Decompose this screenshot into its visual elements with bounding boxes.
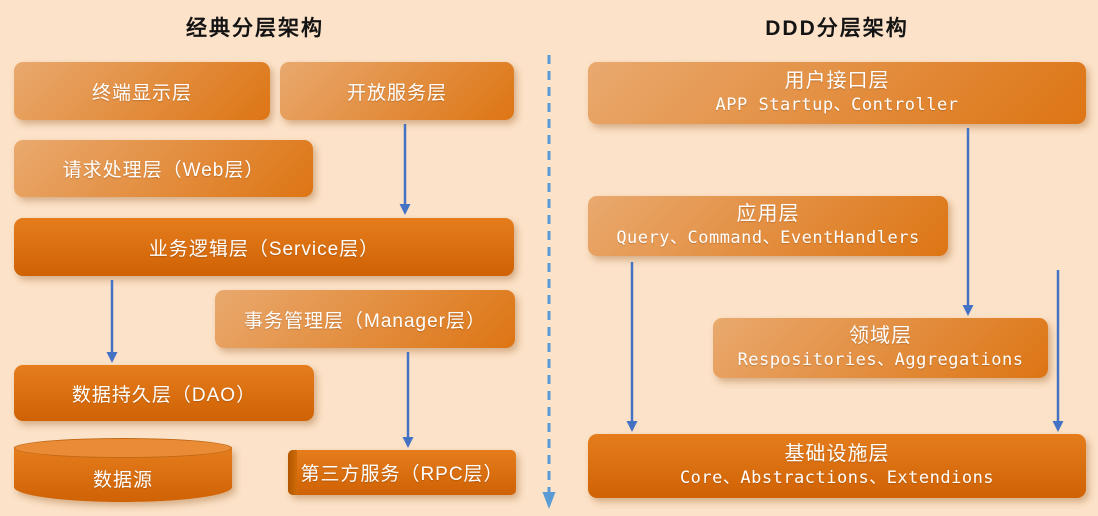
box-label: 请求处理层（Web层） bbox=[62, 160, 265, 181]
box-label: 业务逻辑层（Service层） bbox=[148, 238, 380, 260]
box-title: 领域层 bbox=[849, 325, 912, 348]
box-title: 基础设施层 bbox=[784, 443, 890, 466]
divider-dashed-line bbox=[542, 55, 556, 509]
box-subtitle: APP Startup、Controller bbox=[715, 95, 959, 116]
box-subtitle: Query、Command、EventHandlers bbox=[616, 228, 920, 249]
box-open-service-layer: 开放服务层 bbox=[280, 62, 514, 120]
box-transaction-manager-layer: 事务管理层（Manager层） bbox=[215, 290, 515, 348]
box-label: 数据持久层（DAO） bbox=[71, 384, 257, 406]
arrow-head bbox=[402, 437, 414, 448]
box-business-logic-service-layer: 业务逻辑层（Service层） bbox=[14, 218, 514, 276]
box-terminal-display-layer: 终端显示层 bbox=[14, 62, 270, 120]
arrow-domain-to-infrastructure bbox=[1052, 270, 1064, 432]
box-title: 用户接口层 bbox=[784, 70, 890, 93]
arrow-head bbox=[106, 352, 118, 363]
box-title: 应用层 bbox=[736, 203, 800, 226]
box-application-layer: 应用层 Query、Command、EventHandlers bbox=[588, 196, 948, 256]
scroll-spine bbox=[288, 450, 297, 495]
arrow-head bbox=[399, 204, 411, 215]
box-request-processing-web-layer: 请求处理层（Web层） bbox=[14, 140, 313, 197]
box-label: 终端显示层 bbox=[91, 82, 192, 104]
box-label: 第三方服务（RPC层） bbox=[300, 464, 504, 485]
arrow-head bbox=[962, 305, 974, 316]
arrow-head bbox=[626, 421, 638, 432]
arrow-ui-to-domain bbox=[962, 128, 974, 316]
arrow-open-service-to-service bbox=[399, 124, 411, 215]
arrow-application-to-infrastructure bbox=[626, 262, 638, 432]
box-domain-layer: 领域层 Respositories、Aggregations bbox=[713, 318, 1048, 378]
box-subtitle: Core、Abstractions、Extendions bbox=[679, 468, 995, 489]
box-label: 开放服务层 bbox=[346, 82, 447, 104]
box-label: 事务管理层（Manager层） bbox=[244, 310, 486, 332]
ddd-architecture-title: DDD分层架构 bbox=[765, 17, 909, 40]
arrow-head bbox=[1052, 421, 1064, 432]
classic-architecture-title: 经典分层架构 bbox=[186, 17, 324, 40]
arrow-manager-to-rpc bbox=[402, 352, 414, 448]
divider-arrow-head bbox=[542, 492, 556, 509]
box-infrastructure-layer: 基础设施层 Core、Abstractions、Extendions bbox=[588, 434, 1086, 498]
box-subtitle: Respositories、Aggregations bbox=[737, 350, 1024, 371]
box-data-persistence-dao-layer: 数据持久层（DAO） bbox=[14, 365, 314, 421]
box-user-interface-layer: 用户接口层 APP Startup、Controller bbox=[588, 62, 1086, 124]
box-label: 数据源 bbox=[92, 470, 153, 491]
box-third-party-rpc-layer: 第三方服务（RPC层） bbox=[288, 450, 516, 495]
cylinder-top-ellipse bbox=[14, 438, 232, 458]
datasource-cylinder: 数据源 bbox=[14, 438, 232, 502]
arrow-service-to-dao bbox=[106, 280, 118, 363]
